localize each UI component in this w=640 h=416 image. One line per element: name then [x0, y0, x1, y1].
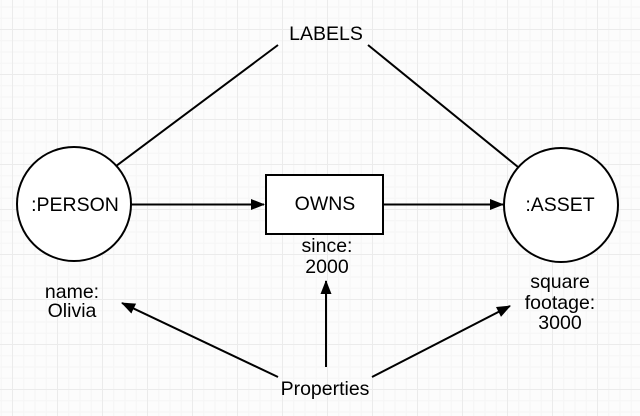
person-property-name-value[interactable]: Olivia [48, 300, 97, 322]
asset-property-footage-value[interactable]: 3000 [538, 312, 582, 334]
asset-node-circle[interactable] [503, 147, 619, 263]
labels-caption[interactable]: LABELS [289, 23, 363, 45]
properties-caption[interactable]: Properties [281, 378, 370, 400]
properties-to-name-arrow[interactable] [121, 302, 279, 378]
labels-to-person-arrow[interactable] [87, 44, 279, 188]
asset-property-footage-key-line2[interactable]: footage: [525, 292, 595, 314]
asset-node-label[interactable]: :ASSET [525, 194, 594, 216]
asset-property-footage-key-line1[interactable]: square [530, 271, 590, 293]
labels-to-asset-arrow[interactable] [367, 44, 546, 190]
properties-to-footage-arrow[interactable] [371, 305, 511, 378]
person-node-label[interactable]: :PERSON [31, 194, 119, 216]
owns-property-since-value[interactable]: 2000 [305, 256, 349, 278]
person-node-circle[interactable] [16, 146, 132, 262]
owns-relationship-box[interactable] [265, 174, 384, 235]
person-property-name-key[interactable]: name: [45, 281, 99, 303]
owns-relationship-label[interactable]: OWNS [295, 193, 356, 215]
owns-property-since-key[interactable]: since: [302, 235, 353, 257]
